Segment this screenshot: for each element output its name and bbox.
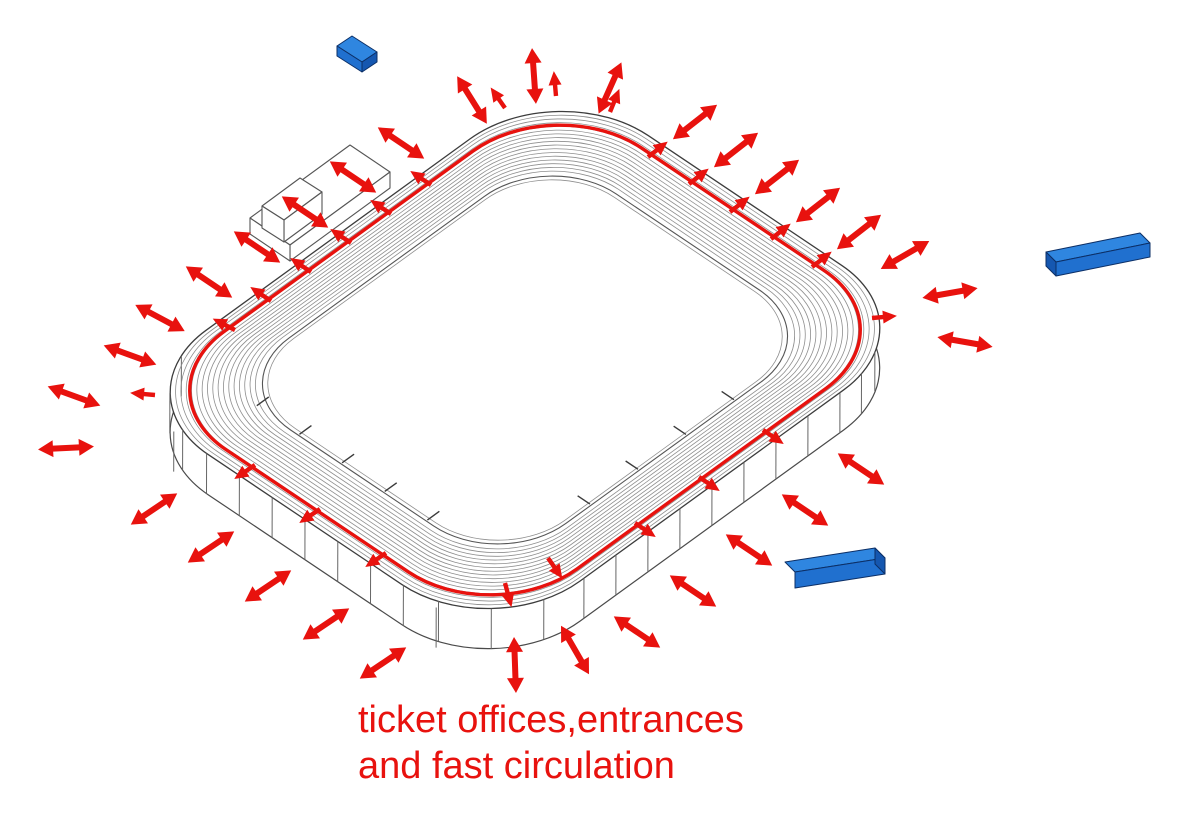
stadium-body [89, 75, 960, 685]
caption-line-2: and fast circulation [358, 745, 675, 787]
ticket-office-box [784, 547, 886, 589]
ticket-office-boxes [336, 35, 1151, 589]
ticket-office-box [336, 35, 378, 73]
ticket-office-box [1045, 232, 1151, 277]
caption-line-1: ticket offices,entrances [358, 699, 744, 741]
field-boundary [224, 149, 826, 571]
inner-edge-ticks [257, 236, 734, 569]
facade-panel-lines [95, 112, 915, 685]
